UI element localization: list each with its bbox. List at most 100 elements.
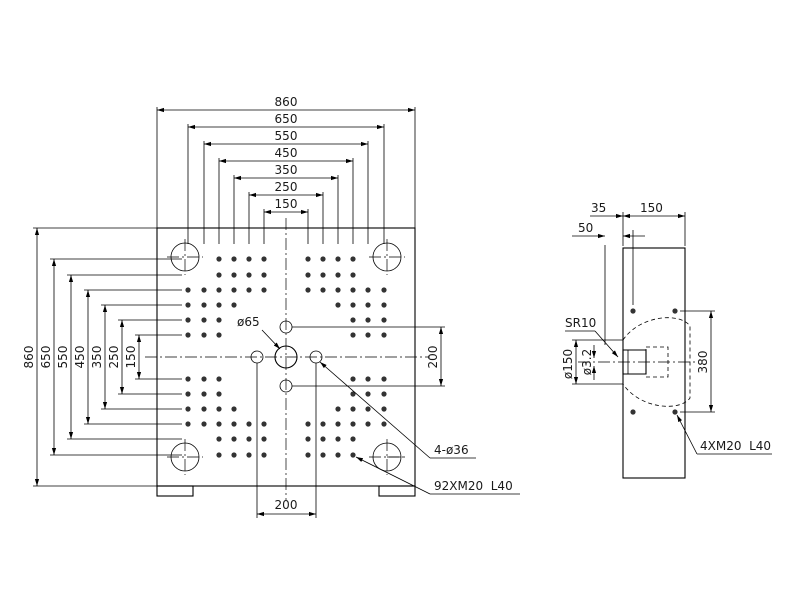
threaded-hole [231, 452, 237, 458]
threaded-hole [320, 256, 326, 262]
threaded-hole [216, 421, 222, 427]
tie-bar-holes [167, 239, 405, 475]
threaded-hole [216, 302, 222, 308]
threaded-hole [335, 421, 341, 427]
threaded-hole [320, 287, 326, 293]
threaded-hole [320, 436, 326, 442]
threaded-hole [320, 272, 326, 278]
threaded-hole [231, 256, 237, 262]
threaded-hole [185, 406, 191, 412]
threaded-hole [320, 421, 326, 427]
side-threaded-hole [630, 409, 636, 415]
center-locating-hole [274, 345, 298, 369]
dim-150-left: 150 [124, 346, 138, 369]
threaded-hole [381, 317, 387, 323]
threaded-hole [365, 376, 371, 382]
top-dimensions: 860 650 550 450 350 250 150 [156, 95, 416, 244]
dim-150-top: 150 [275, 197, 298, 211]
threaded-hole [216, 376, 222, 382]
dim-860-left: 860 [22, 346, 36, 369]
threaded-hole [335, 302, 341, 308]
left-dimensions: 860 650 550 450 350 250 150 [22, 227, 182, 487]
threaded-hole [305, 272, 311, 278]
hidden-bore [645, 346, 669, 378]
ejector-hole-callout: 4-ø36 [319, 361, 476, 459]
side-dia-3-2: ø3.2 [580, 349, 594, 375]
side-threaded-hole [630, 308, 636, 314]
dim-860-top: 860 [275, 95, 298, 109]
threaded-hole [201, 376, 207, 382]
threaded-hole [305, 256, 311, 262]
threaded-hole [335, 256, 341, 262]
dim-350-left: 350 [90, 346, 104, 369]
threaded-hole [350, 272, 356, 278]
threaded-hole-pattern [185, 256, 387, 458]
threaded-hole [201, 421, 207, 427]
side-thread-label: 4XM20 L40 [700, 439, 771, 453]
dim-650-top: 650 [275, 112, 298, 126]
threaded-hole [350, 421, 356, 427]
sr10-callout: SR10 [565, 316, 619, 358]
threaded-hole [201, 317, 207, 323]
threaded-hole [261, 272, 267, 278]
threaded-hole [216, 317, 222, 323]
side-dim-380-group: 380 [680, 310, 715, 413]
threaded-hole [216, 256, 222, 262]
side-dim-380: 380 [696, 351, 710, 374]
bottom-dimension-200: 200 [256, 363, 317, 518]
threaded-hole [185, 287, 191, 293]
threaded-hole [216, 272, 222, 278]
center-hole-label: ø65 [237, 315, 260, 329]
dim-450-top: 450 [275, 146, 298, 160]
threaded-hole [350, 287, 356, 293]
threaded-hole [261, 421, 267, 427]
platen-foot-left [156, 485, 194, 497]
threaded-hole [185, 302, 191, 308]
threaded-hole [350, 406, 356, 412]
threaded-hole [365, 391, 371, 397]
threaded-hole [381, 406, 387, 412]
side-diameter-dimensions: ø150 ø3.2 [561, 339, 623, 385]
threaded-hole [201, 302, 207, 308]
threaded-hole [216, 436, 222, 442]
threaded-hole [246, 272, 252, 278]
threaded-hole [246, 421, 252, 427]
threaded-hole [231, 287, 237, 293]
threaded-hole [216, 452, 222, 458]
threaded-hole [365, 317, 371, 323]
threaded-hole [185, 421, 191, 427]
side-dia-150: ø150 [561, 349, 575, 379]
threaded-hole [231, 421, 237, 427]
dim-350-top: 350 [275, 163, 298, 177]
sr10-label: SR10 [565, 316, 596, 330]
hidden-boss-profile [622, 317, 691, 407]
threaded-hole [185, 391, 191, 397]
threaded-hole [365, 287, 371, 293]
threaded-hole [381, 302, 387, 308]
threaded-hole [185, 376, 191, 382]
threaded-hole [261, 436, 267, 442]
threaded-hole [365, 421, 371, 427]
threaded-hole [201, 332, 207, 338]
nozzle-seat [622, 349, 647, 375]
threaded-hole [381, 376, 387, 382]
side-dim-150: 150 [640, 201, 663, 215]
threaded-hole [246, 287, 252, 293]
front-view: 860 650 550 450 350 250 150 [22, 95, 520, 518]
side-top-dimensions: 35 150 50 [572, 201, 686, 345]
threaded-hole [335, 406, 341, 412]
threaded-hole [350, 452, 356, 458]
threaded-hole [231, 272, 237, 278]
threaded-hole [305, 287, 311, 293]
threaded-hole [365, 406, 371, 412]
side-dim-50: 50 [578, 221, 593, 235]
threaded-hole [350, 376, 356, 382]
threaded-hole [335, 452, 341, 458]
threaded-hole [350, 391, 356, 397]
threaded-hole [216, 332, 222, 338]
side-threaded-hole [672, 308, 678, 314]
threaded-hole [231, 302, 237, 308]
threaded-hole [350, 256, 356, 262]
center-hole-callout: ø65 [237, 315, 281, 350]
